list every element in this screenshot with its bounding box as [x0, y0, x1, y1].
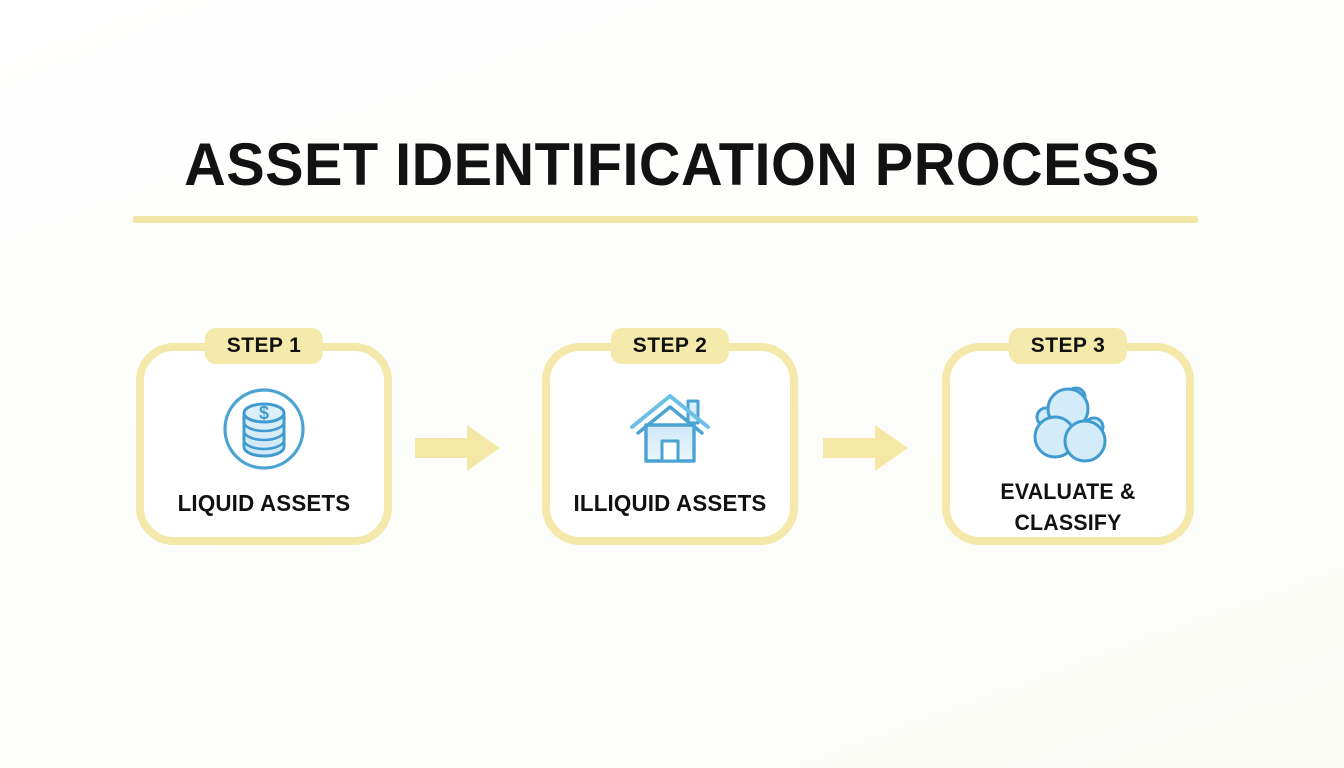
step-label-3-line1: EVALUATE &	[1000, 479, 1136, 504]
step-label-1: LIQUID ASSETS	[177, 490, 351, 516]
step-card-3[interactable]: STEP 3 EVALUATE & CLASSIFY	[942, 328, 1194, 545]
bubble-cluster-icon	[1022, 379, 1114, 471]
step-label-3-line2: CLASSIFY	[1014, 510, 1122, 535]
title-divider	[133, 216, 1198, 223]
step-badge-3: STEP 3	[1008, 328, 1128, 364]
svg-text:$: $	[259, 403, 269, 423]
coin-stack-icon: $	[218, 383, 310, 475]
step-label-2: ILLIQUID ASSETS	[573, 490, 767, 516]
process-flow: STEP 1 $	[0, 320, 1344, 570]
page-title: ASSET IDENTIFICATION PROCESS	[184, 131, 1160, 198]
page-title-block: ASSET IDENTIFICATION PROCESS	[0, 132, 1344, 198]
house-icon	[624, 383, 716, 475]
step-label-3: EVALUATE & CLASSIFY	[954, 476, 1183, 538]
step-card-1[interactable]: STEP 1 $	[136, 328, 392, 545]
arrow-right-2	[823, 425, 908, 471]
step-badge-1: STEP 1	[204, 328, 324, 364]
arrow-right-1	[415, 425, 500, 471]
step-badge-2: STEP 2	[610, 328, 730, 364]
step-card-2[interactable]: STEP 2 ILLIQUID ASSETS	[542, 328, 798, 545]
